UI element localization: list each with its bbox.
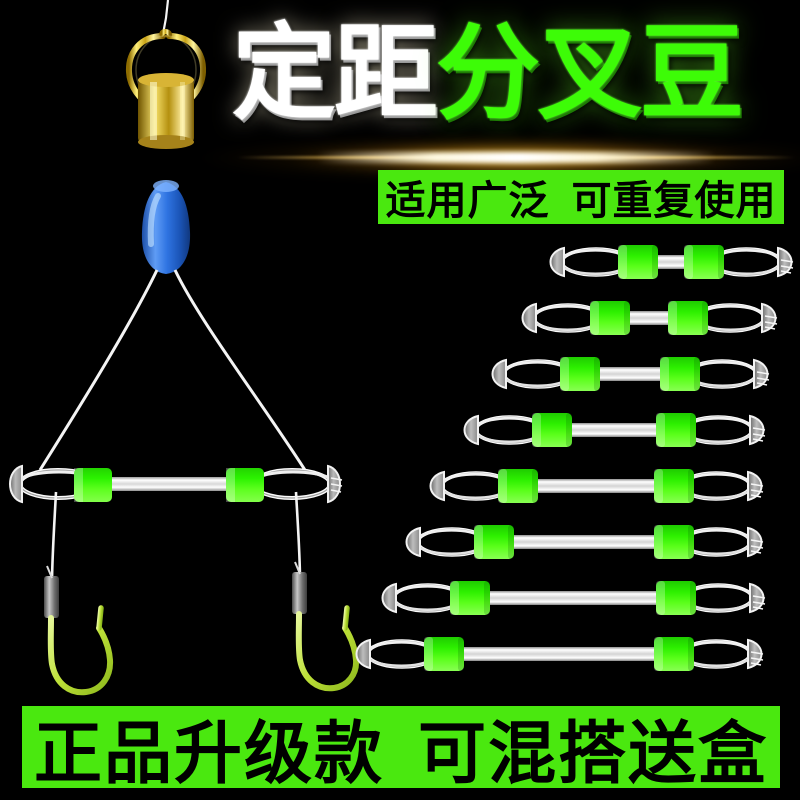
spacer-bead-size-1 <box>546 234 796 290</box>
size-variant-showcase <box>355 232 800 678</box>
spacer-bead-size-6-graphic <box>405 525 764 559</box>
swivel-barrel <box>138 73 194 149</box>
spreader-bead-right <box>226 468 264 502</box>
green-bead-left <box>498 469 538 503</box>
connector-tube <box>534 479 658 493</box>
leader-line-left <box>38 269 159 471</box>
spacer-bead-size-5 <box>426 458 796 514</box>
spacer-bead-size-4-graphic <box>463 413 766 447</box>
end-cap-left <box>549 246 565 278</box>
end-cap-left <box>429 470 445 502</box>
end-cap-left <box>405 526 421 558</box>
end-cap-left <box>491 358 507 390</box>
end-cap-left <box>463 414 479 446</box>
leader-line-right <box>173 269 307 471</box>
green-bead-right <box>684 245 724 279</box>
spacer-bead-size-7 <box>378 570 796 626</box>
connector-tube <box>596 367 664 381</box>
feature-banner-top-seg-1: 适用广泛 <box>385 178 550 224</box>
spacer-bead-size-8 <box>352 626 796 682</box>
green-bead-right <box>660 357 700 391</box>
spacer-bead-size-2 <box>520 290 796 346</box>
spreader-bead-left <box>74 468 112 502</box>
green-bead-right <box>654 469 694 503</box>
end-cap-right <box>749 582 766 614</box>
spreader-endcap-left <box>9 464 23 504</box>
spacer-bead-size-5-graphic <box>429 469 764 503</box>
spreader-bar <box>9 464 343 504</box>
page-title: 定距分叉豆 <box>232 14 792 132</box>
spacer-bead-size-7-graphic <box>381 581 766 615</box>
hook-right <box>292 561 360 692</box>
green-bead-left <box>424 637 464 671</box>
end-cap-right <box>761 302 778 334</box>
feature-banner-bottom-seg-1: 正品升级款 <box>33 714 384 794</box>
green-bead-left <box>532 413 572 447</box>
spacer-bead-size-2-graphic <box>521 301 778 335</box>
end-cap-right <box>747 526 764 558</box>
hook-left <box>44 565 114 696</box>
spreader-endcap-right <box>327 464 343 504</box>
end-cap-left <box>521 302 537 334</box>
spacer-bead-size-1-graphic <box>549 245 794 279</box>
hook-point-right <box>342 605 350 631</box>
fishing-rig-assembly <box>9 0 360 696</box>
spacer-bead-size-3-graphic <box>491 357 770 391</box>
green-bead-left <box>590 301 630 335</box>
title-part-green: 分叉豆 <box>436 12 744 134</box>
feature-banner-bottom-seg-2: 可混搭送盒 <box>418 714 769 794</box>
hook-line-left <box>50 491 58 585</box>
green-bead-right <box>654 637 694 671</box>
flare-bright-core <box>316 152 716 163</box>
spreader-tube <box>92 477 258 491</box>
spreader-loop-right <box>252 468 332 500</box>
end-cap-left <box>355 638 371 670</box>
connector-tube <box>510 535 658 549</box>
title-part-white: 定距 <box>232 12 438 134</box>
blue-stopper-bead <box>141 180 191 274</box>
spacer-bead-size-6 <box>402 514 796 570</box>
connector-tube <box>654 255 688 269</box>
connector-tube <box>568 423 660 437</box>
green-bead-right <box>656 413 696 447</box>
feature-banner-top-seg-2: 可重复使用 <box>571 178 777 224</box>
end-cap-left <box>381 582 397 614</box>
end-cap-right <box>777 246 794 278</box>
green-bead-right <box>668 301 708 335</box>
spacer-bead-size-8-graphic <box>355 637 764 671</box>
hook-point-left <box>96 605 104 631</box>
end-cap-right <box>747 638 764 670</box>
hook-bend-right <box>295 611 360 692</box>
green-bead-left <box>474 525 514 559</box>
end-cap-right <box>749 414 766 446</box>
green-bead-right <box>654 525 694 559</box>
green-bead-right <box>656 581 696 615</box>
green-bead-left <box>618 245 658 279</box>
feature-banner-top: 适用广泛 可重复使用 <box>378 170 784 224</box>
feature-banner-bottom: 正品升级款 可混搭送盒 <box>22 706 780 794</box>
end-cap-right <box>753 358 770 390</box>
main-line <box>161 0 170 35</box>
connector-tube <box>460 647 658 661</box>
hook-sleeve-left <box>44 576 59 618</box>
connector-tube <box>486 591 660 605</box>
hook-bend-left <box>47 615 114 696</box>
connector-tube <box>626 311 672 325</box>
spacer-bead-size-3 <box>488 346 796 402</box>
end-cap-right <box>747 470 764 502</box>
green-bead-left <box>450 581 490 615</box>
green-bead-left <box>560 357 600 391</box>
hook-sleeve-right <box>292 572 307 614</box>
spacer-bead-size-4 <box>460 402 796 458</box>
